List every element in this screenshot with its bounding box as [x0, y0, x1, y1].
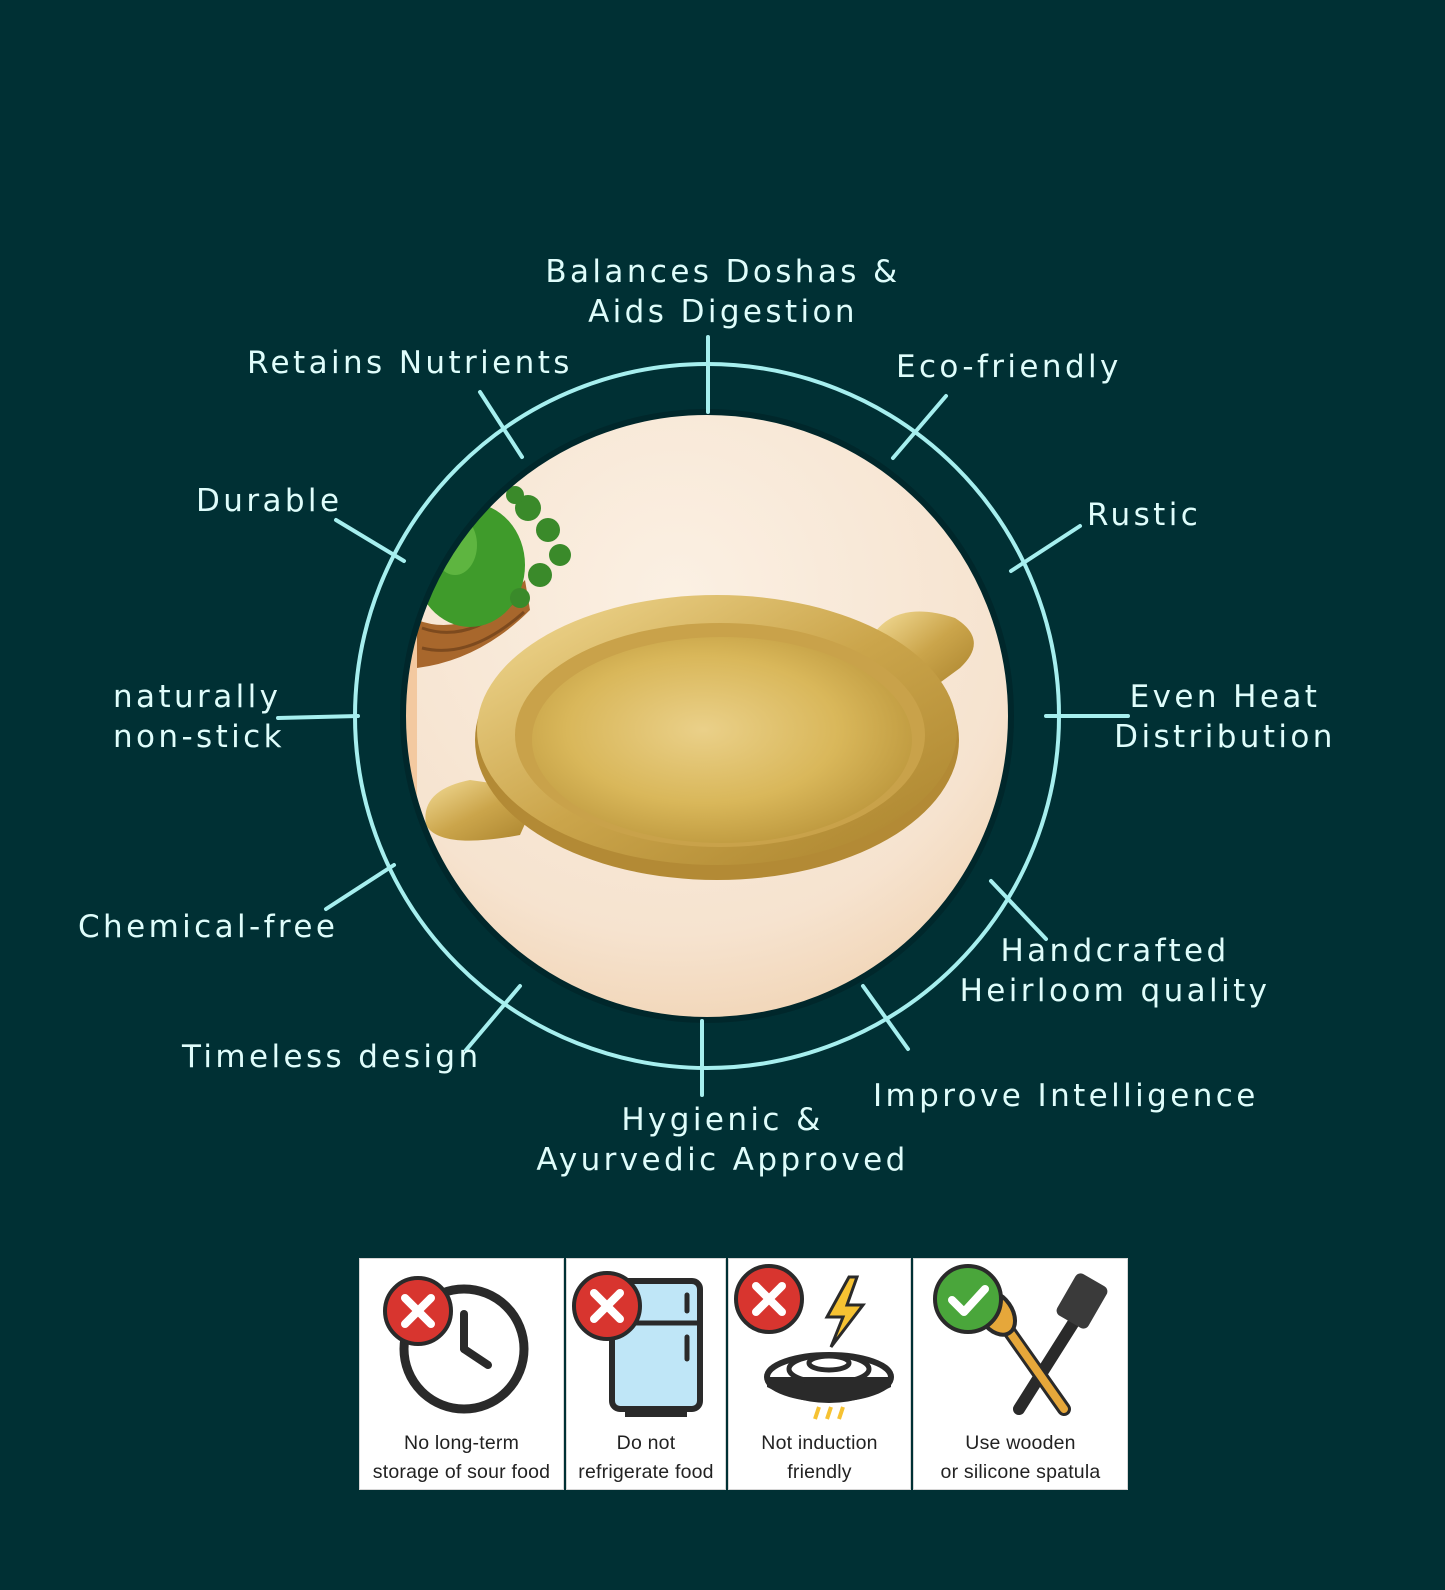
feature-improve-intelligence: Improve Intelligence [873, 1078, 1259, 1114]
care-label: Not induction friendly [761, 1432, 878, 1483]
brass-plate-photo [403, 412, 1011, 1020]
feature-hygienic: Hygienic & Ayurvedic Approved [536, 1102, 909, 1178]
feature-timeless-design: Timeless design [182, 1039, 482, 1075]
connector-lines [276, 335, 1130, 1097]
feature-balances-doshas: Balances Doshas & Aids Digestion [545, 254, 901, 330]
cross-icon [383, 1276, 453, 1346]
feature-handcrafted: Handcrafted Heirloom quality [959, 933, 1271, 1009]
care-card-do-not-refrigerate: Do not refrigerate food [566, 1258, 726, 1490]
feature-eco-friendly: Eco-friendly [896, 349, 1122, 385]
care-card-not-induction: Not induction friendly [728, 1258, 911, 1490]
check-icon [933, 1264, 1003, 1334]
care-label: No long-term storage of sour food [372, 1432, 551, 1483]
induction-icon [764, 1275, 894, 1420]
clock-icon [399, 1284, 529, 1414]
feature-retains-nutrients: Retains Nutrients [247, 345, 573, 381]
feature-naturally-non-stick: naturally non-stick [113, 679, 285, 755]
feature-durable: Durable [196, 483, 343, 519]
care-label: Use wooden or silicone spatula [940, 1432, 1101, 1483]
feature-chemical-free: Chemical-free [78, 909, 339, 945]
feature-rustic: Rustic [1087, 497, 1202, 533]
feature-even-heat: Even Heat Distribution [1114, 679, 1336, 755]
cross-icon [734, 1264, 804, 1334]
care-card-no-long-term-storage: No long-term storage of sour food [359, 1258, 564, 1490]
cross-icon [572, 1271, 642, 1341]
care-card-use-wooden-spatula: Use wooden or silicone spatula [913, 1258, 1128, 1490]
care-label: Do not refrigerate food [578, 1432, 714, 1483]
